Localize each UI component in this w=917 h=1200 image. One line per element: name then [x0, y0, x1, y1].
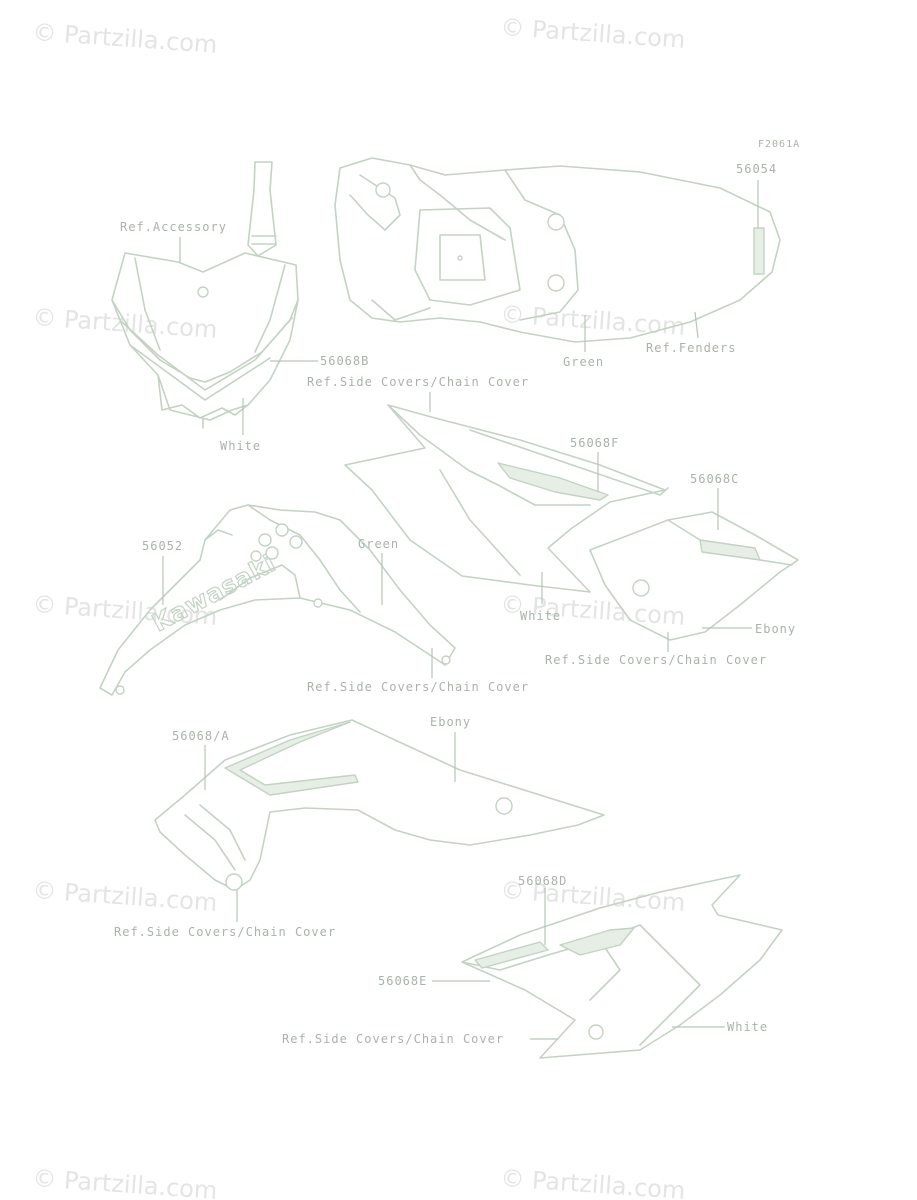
side-cover-white-upper	[344, 392, 669, 604]
side-cover-ebony-small	[589, 488, 799, 652]
label-56068a: 56068/A	[172, 729, 230, 743]
labels: 56054 Ref.Accessory Ref.Fenders Green 56…	[114, 162, 796, 1046]
label-ref-side-covers-2: Ref.Side Covers/Chain Cover	[545, 653, 767, 667]
label-56068d: 56068D	[518, 874, 567, 888]
label-ref-side-covers-3: Ref.Side Covers/Chain Cover	[307, 680, 529, 694]
label-green-shroud: Green	[358, 537, 399, 551]
watermark: © Partzilla.com	[32, 1164, 219, 1200]
label-56068b: 56068B	[320, 354, 369, 368]
label-ref-side-covers-1: Ref.Side Covers/Chain Cover	[307, 375, 529, 389]
label-white-plate: White	[220, 439, 261, 453]
watermark: © Partzilla.com	[500, 1164, 687, 1200]
label-ebony-shroud: Ebony	[430, 715, 471, 729]
diagram-code: F2061A	[758, 139, 800, 150]
label-56068f: 56068F	[570, 436, 619, 450]
label-ebony-side-cover: Ebony	[755, 622, 796, 636]
front-number-plate	[111, 161, 318, 435]
label-ref-side-covers-5: Ref.Side Covers/Chain Cover	[282, 1032, 504, 1046]
watermark: © Partzilla.com	[500, 13, 687, 54]
label-green-fender: Green	[563, 355, 604, 369]
rear-fender	[334, 157, 781, 352]
label-white-lower: White	[727, 1020, 768, 1034]
watermark: © Partzilla.com	[500, 300, 687, 341]
label-white-side-cover: White	[520, 609, 561, 623]
label-ref-accessory: Ref.Accessory	[120, 220, 227, 234]
shroud-ebony	[154, 719, 605, 922]
side-cover-white-lower	[432, 874, 783, 1059]
label-56068c: 56068C	[690, 472, 739, 486]
label-ref-side-covers-4: Ref.Side Covers/Chain Cover	[114, 925, 336, 939]
label-ref-fenders: Ref.Fenders	[646, 341, 736, 355]
watermarks: © Partzilla.com © Partzilla.com © Partzi…	[32, 13, 687, 1200]
label-56068e: 56068E	[378, 974, 427, 988]
label-56054: 56054	[736, 162, 777, 176]
label-56052: 56052	[142, 539, 183, 553]
watermark: © Partzilla.com	[32, 876, 219, 917]
watermark: © Partzilla.com	[32, 18, 219, 59]
watermark: © Partzilla.com	[32, 303, 219, 344]
